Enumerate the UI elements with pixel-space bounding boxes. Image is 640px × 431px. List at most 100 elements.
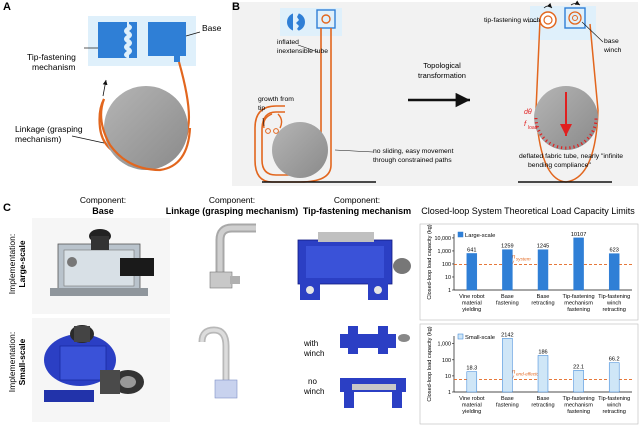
reference-label-sub: system xyxy=(516,257,531,262)
ball-left xyxy=(272,122,328,178)
bar xyxy=(573,370,584,393)
tip-fastening-teeth xyxy=(129,22,137,58)
header-tip-comp: Component: xyxy=(334,195,380,205)
label-dtheta: dθ xyxy=(524,109,532,116)
category-label: fastening xyxy=(567,307,590,313)
bar-value-label: 186 xyxy=(538,349,547,355)
chart-small-frame xyxy=(419,323,639,425)
row-large-impl: Implementation: xyxy=(7,234,17,294)
label-inflated-1: inflated xyxy=(277,39,299,46)
category-label: fastening xyxy=(496,403,519,409)
y-tick-label: 10 xyxy=(445,275,451,281)
bar-value-label: 66.2 xyxy=(609,357,620,363)
y-tick-label: 10 xyxy=(445,374,451,380)
grasped-ball xyxy=(104,86,188,170)
label-fload-sub: load xyxy=(528,125,538,131)
y-tick-label: 1,000 xyxy=(438,342,452,348)
label-tip-fastening-1: Tip-fastening xyxy=(27,52,76,62)
category-label: winch xyxy=(606,301,621,307)
bar-value-label: 10107 xyxy=(571,232,587,238)
chart-large-frame xyxy=(419,223,639,321)
header-base-comp: Component: xyxy=(80,195,126,205)
category-label: retracting xyxy=(603,307,626,313)
base-frame xyxy=(316,9,336,29)
category-label: mechanism xyxy=(564,403,593,409)
category-label: Base xyxy=(537,396,550,402)
bar-value-label: 22.1 xyxy=(573,364,584,370)
y-tick-label: 1 xyxy=(448,390,451,396)
category-label: Tip-fastening xyxy=(598,294,630,300)
chart-large: Closed-loop load capacity (kg)1101001,00… xyxy=(427,224,632,313)
label-fload: f xyxy=(524,119,527,128)
category-label: winch xyxy=(606,403,621,409)
category-label: Base xyxy=(537,294,550,300)
reference-label: m xyxy=(510,368,516,375)
category-label: mechanism xyxy=(564,301,593,307)
y-axis-label: Closed-loop load capacity (kg) xyxy=(427,326,433,401)
label-tipwinch: tip-fastening winch xyxy=(484,17,541,24)
category-label: retracting xyxy=(603,409,626,415)
bar-value-label: 1259 xyxy=(501,244,513,250)
header-base: Base xyxy=(92,206,114,216)
reference-label-sub: end-effector xyxy=(516,371,541,376)
category-label: material xyxy=(462,301,482,307)
bar-value-label: 1245 xyxy=(537,244,549,250)
chart-small: Closed-loop load capacity (kg) 1 10 100 1,00… xyxy=(427,326,632,415)
y-tick-label: 100 xyxy=(442,358,451,364)
label-deflated-1: deflated fabric tube, nearly "infinite xyxy=(519,153,623,160)
category-label: Tip-fastening xyxy=(563,396,595,402)
legend-label: Small-scale xyxy=(465,335,495,341)
base-block xyxy=(148,22,186,62)
category-label: yielding xyxy=(462,409,481,415)
panel-c-letter: C xyxy=(3,202,11,214)
category-label: retracting xyxy=(531,301,554,307)
bar xyxy=(608,362,620,393)
panel-b: B inflated inextensible tube growth from… xyxy=(232,0,638,186)
category-label: Tip-fastening xyxy=(598,396,630,402)
bar-value-label: 18.3 xyxy=(466,366,477,372)
bar-value-label: 2142 xyxy=(501,332,513,338)
header-closed-loop: Closed-loop System Theoretical Load Capa… xyxy=(421,206,635,216)
label-no-winch-1: no xyxy=(308,377,317,386)
legend-label: Large-scale xyxy=(465,233,495,239)
label-deflated-2: bending compliance" xyxy=(528,162,591,169)
category-label: Tip-fastening xyxy=(563,294,595,300)
bar xyxy=(573,237,584,291)
load-distribution xyxy=(534,117,598,150)
bar xyxy=(466,371,478,393)
category-label: fastening xyxy=(567,409,590,415)
y-tick-label: 1,000 xyxy=(438,249,452,255)
image-large-base xyxy=(50,229,154,296)
category-label: yielding xyxy=(462,307,481,313)
label-growth-2: tip xyxy=(258,105,265,112)
panel-a: A Base Tip-fastening mechanism Linkage (… xyxy=(3,1,222,172)
label-linkage-1: Linkage (grasping xyxy=(15,124,83,134)
header-linkage-comp: Component: xyxy=(209,195,255,205)
y-tick-label: 10,000 xyxy=(435,236,452,242)
bar xyxy=(537,249,549,291)
label-base: Base xyxy=(202,23,222,33)
tip-fastening-block xyxy=(98,22,127,58)
bar xyxy=(502,249,513,291)
label-nosliding-1: no sliding, easy movement xyxy=(373,148,454,155)
label-basewinch-2: winch xyxy=(603,47,622,54)
label-tip-fastening-2: mechanism xyxy=(32,62,75,72)
label-with-winch-2: winch xyxy=(303,349,324,358)
image-small-tip-nowinch xyxy=(340,378,406,408)
label-basewinch-1: base xyxy=(604,38,619,45)
image-large-tip xyxy=(297,232,411,300)
y-tick-label: 1 xyxy=(448,288,451,294)
bar-value-label: 623 xyxy=(610,248,619,254)
category-label: retracting xyxy=(531,403,554,409)
bar xyxy=(608,253,620,291)
reference-label: m xyxy=(510,254,516,261)
image-small-base xyxy=(44,325,144,402)
label-inflated-2: inextensible tube xyxy=(277,48,328,55)
legend-swatch xyxy=(457,231,464,238)
category-label: material xyxy=(462,403,482,409)
category-label: fastening xyxy=(496,301,519,307)
label-no-winch-2: winch xyxy=(303,387,324,396)
panel-c: C Component: Base Component: Linkage (gr… xyxy=(3,195,639,425)
